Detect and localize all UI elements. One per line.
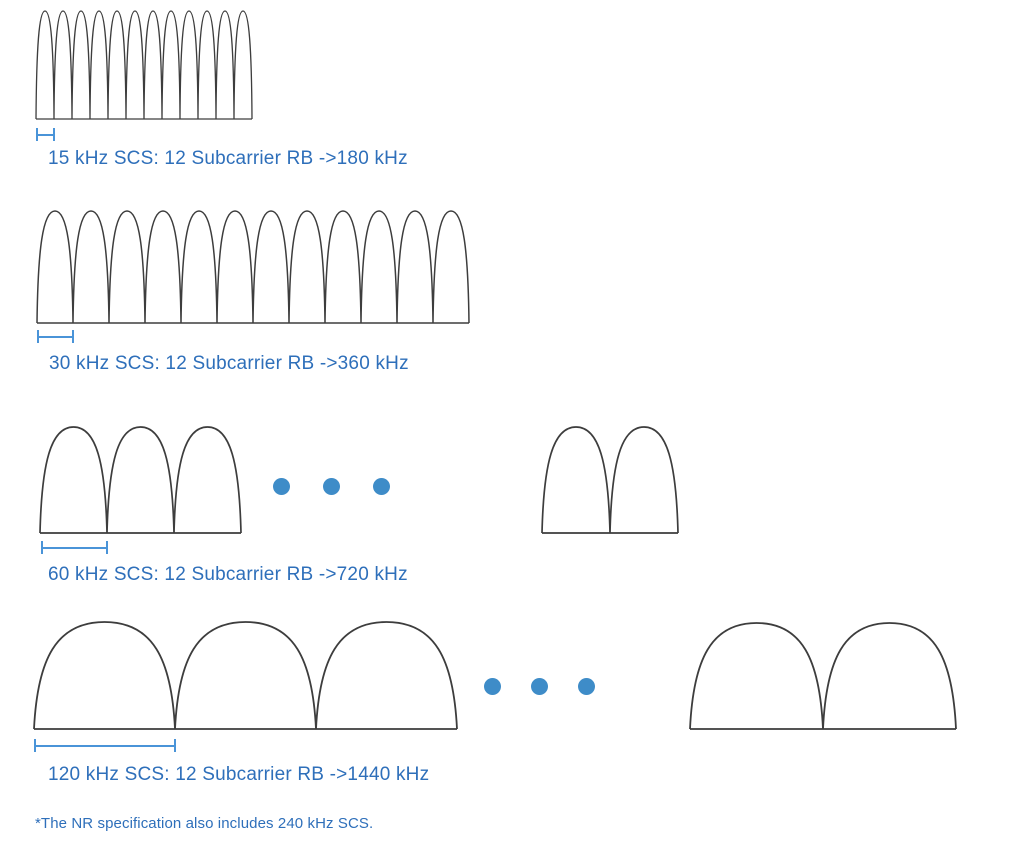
subcarrier-lobes-60khz-left	[39, 426, 242, 534]
subcarrier-lobes-60khz-right	[541, 426, 679, 534]
scs-width-bracket-120khz	[34, 739, 176, 752]
scs-width-bracket-30khz	[37, 330, 74, 343]
ellipsis-dot	[323, 478, 340, 495]
ellipsis-dot	[484, 678, 501, 695]
subcarrier-lobes-30khz	[36, 210, 470, 324]
scs-width-bracket-60khz	[41, 541, 108, 554]
bracket-line	[36, 744, 174, 747]
ellipsis-dot	[531, 678, 548, 695]
bracket-line	[43, 546, 106, 549]
ellipsis-dots-120khz	[484, 678, 595, 695]
scs-width-bracket-15khz	[36, 128, 55, 141]
bracket-line	[39, 335, 72, 338]
row-label-15khz: 15 kHz SCS: 12 Subcarrier RB ->180 kHz	[48, 148, 408, 169]
row-label-120khz: 120 kHz SCS: 12 Subcarrier RB ->1440 kHz	[48, 764, 430, 785]
ellipsis-dot	[273, 478, 290, 495]
bracket-line	[38, 133, 53, 136]
ellipsis-dot	[373, 478, 390, 495]
ellipsis-dot	[578, 678, 595, 695]
subcarrier-lobes-120khz-left	[33, 621, 458, 730]
ellipsis-dots-60khz	[273, 478, 390, 495]
footnote-text: *The NR specification also includes 240 …	[35, 815, 374, 832]
row-label-30khz: 30 kHz SCS: 12 Subcarrier RB ->360 kHz	[49, 353, 409, 374]
subcarrier-lobes-120khz-right	[689, 622, 957, 730]
subcarrier-lobes-15khz	[35, 10, 253, 120]
row-label-60khz: 60 kHz SCS: 12 Subcarrier RB ->720 kHz	[48, 564, 408, 585]
